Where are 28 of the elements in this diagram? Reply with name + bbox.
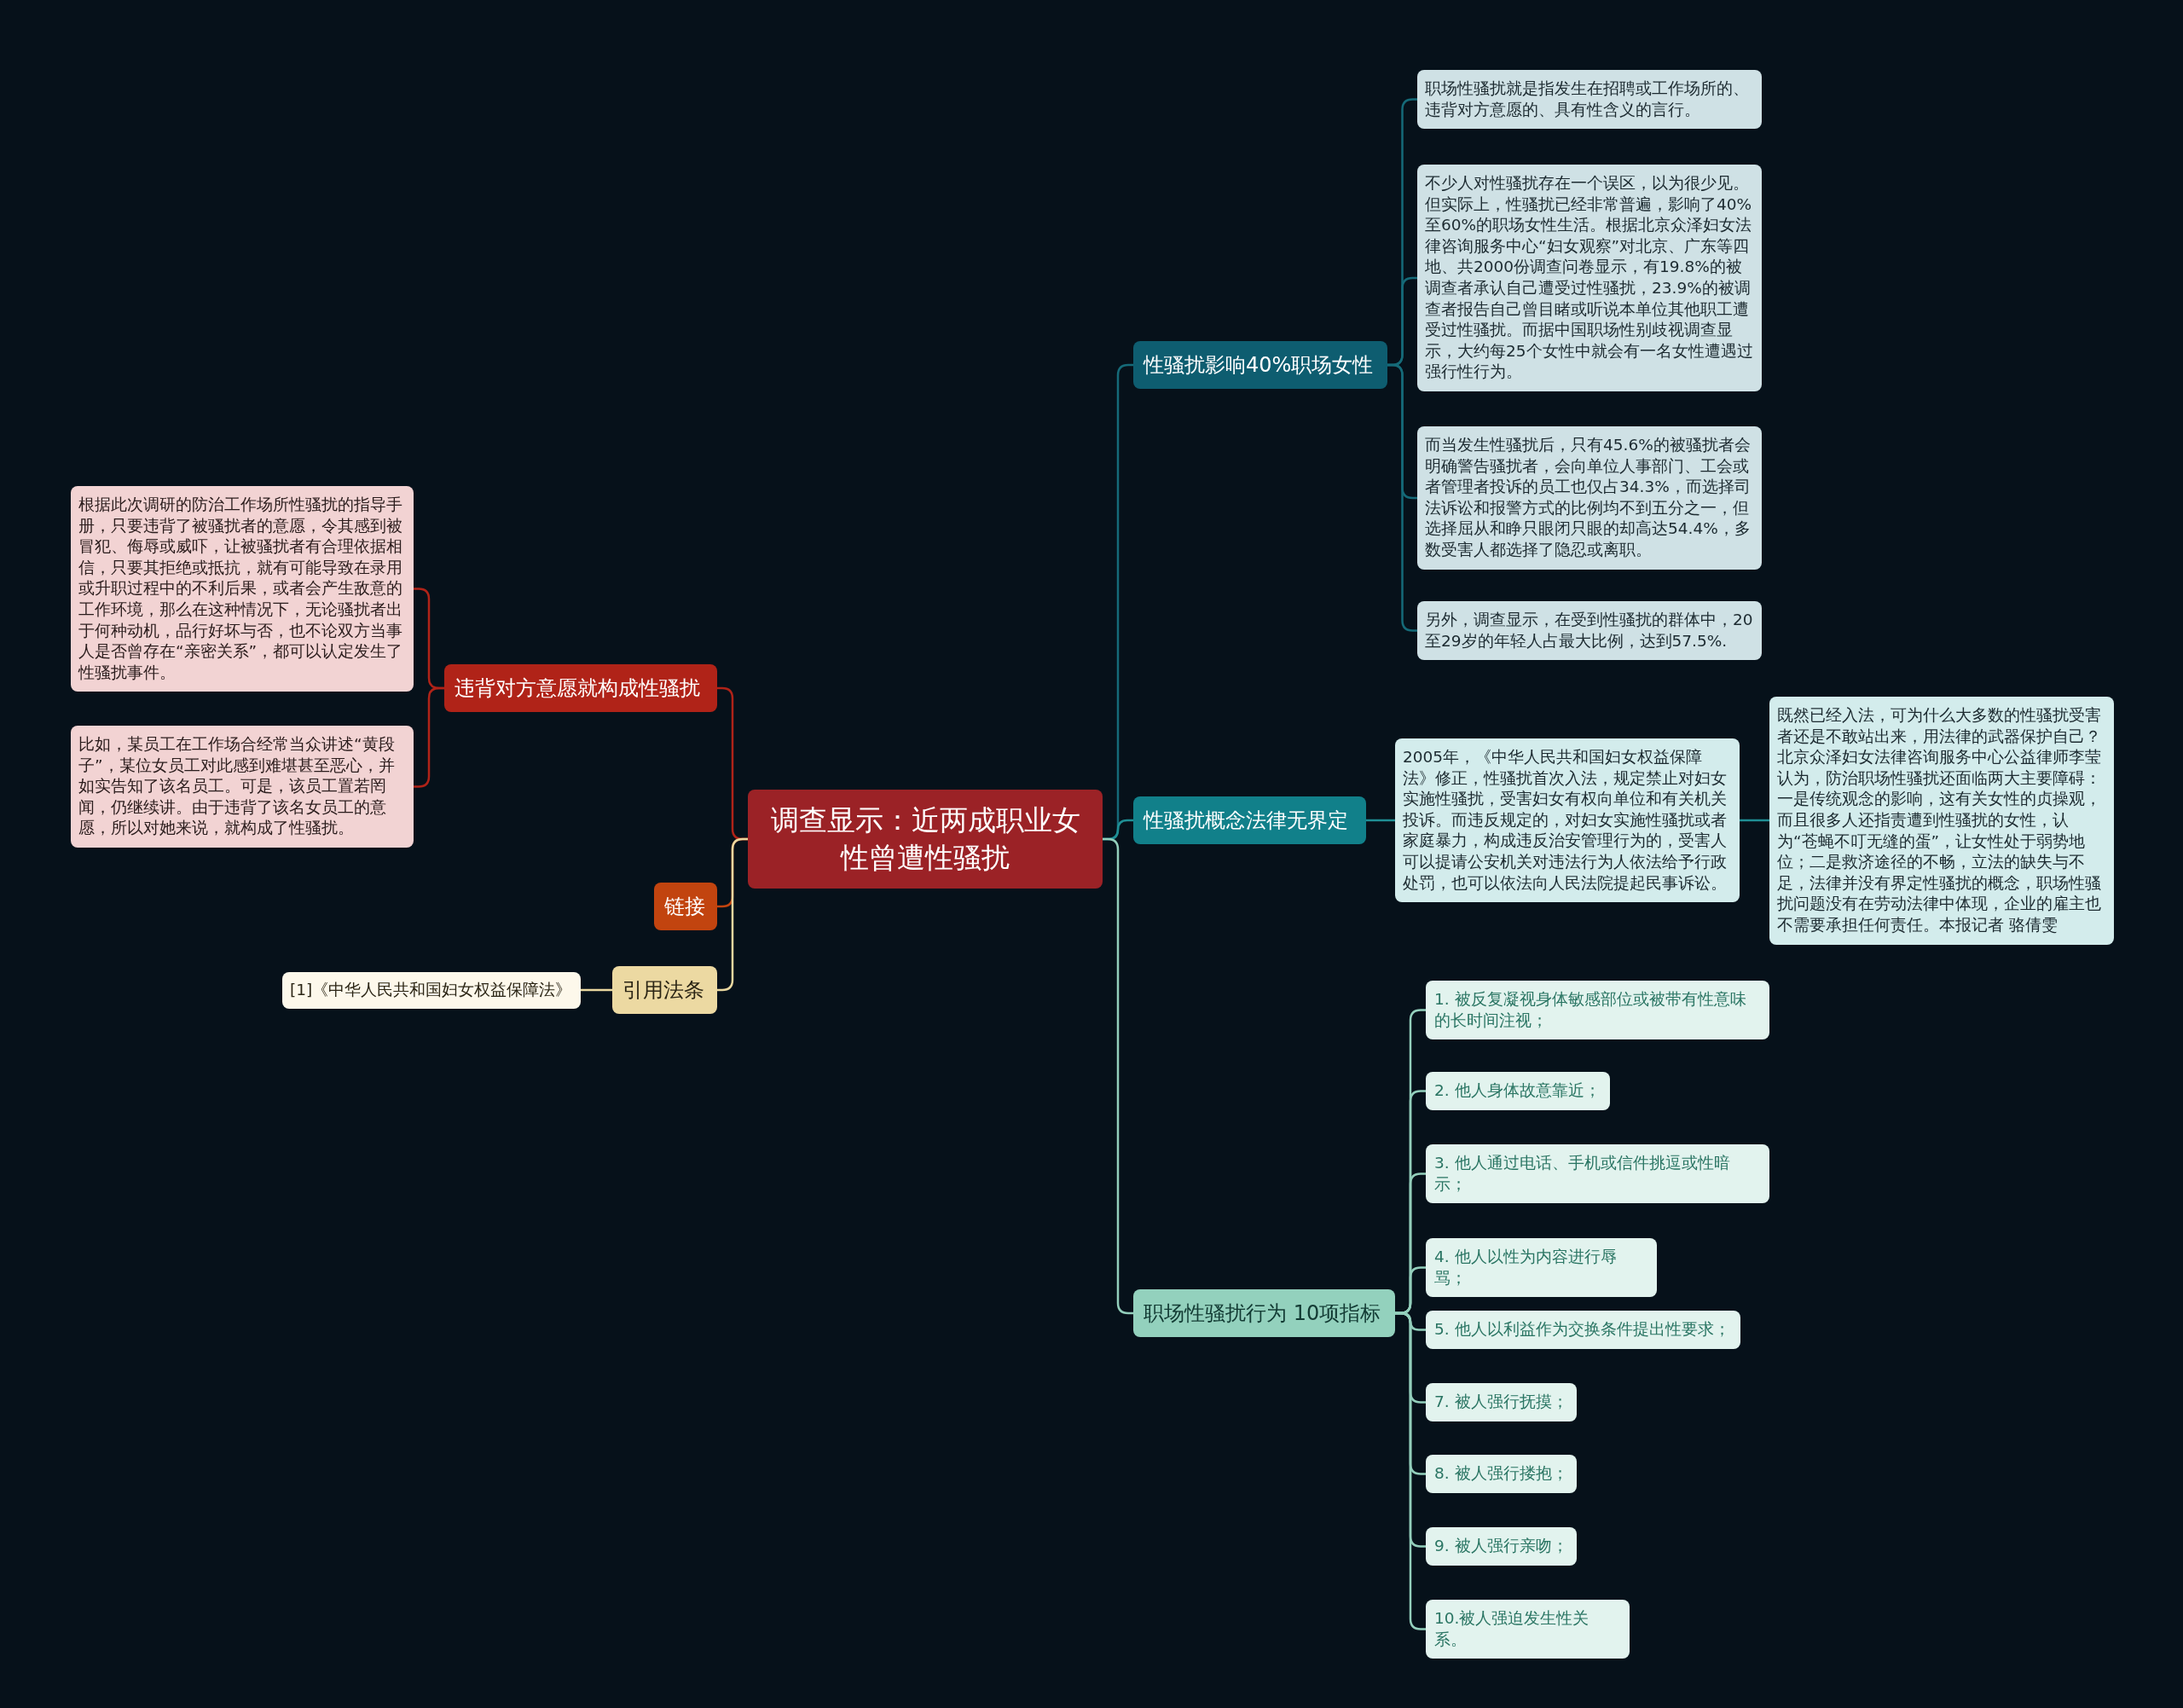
- note-box: 不少人对性骚扰存在一个误区，以为很少见。但实际上，性骚扰已经非常普遍，影响了40%至60%的职场女性生活。根据北京众泽妇女法律咨询服务中心“妇女观察”对北京、广东等四地、共2000份调查问卷显示，有19.8%的被调查者承认自己遭受过性骚扰，23.9%的被调查者报告自己曾目睹或听说本单位其他职工遭受过性骚扰。而据中国职场性别歧视调查显示，大约每25个女性中就会有一名女性遭遇过强行性行为。: [1417, 165, 1762, 391]
- topic-box: 职场性骚扰行为 10项指标: [1133, 1289, 1395, 1337]
- note-box: 根据此次调研的防治工作场所性骚扰的指导手册，只要违背了被骚扰者的意愿，令其感到被冒犯、侮辱或威吓，让被骚扰者有合理依据相信，只要其拒绝或抵抗，就有可能导致在录用或升职过程中的不利后果，或者会产生敌意的工作环境，那么在这种情况下，无论骚扰者出于何种动机，品行好坏与否，也不论双方当事人是否曾存在“亲密关系”，都可以认定发生了性骚扰事件。: [71, 486, 414, 692]
- item-box: 10.被人强迫发生性关系。: [1426, 1600, 1630, 1659]
- topic-box: 性骚扰概念法律无界定: [1133, 796, 1366, 844]
- topic-box: 性骚扰影响40%职场女性: [1133, 341, 1387, 389]
- connector-line: [1366, 819, 1395, 822]
- note-box: 比如，某员工在工作场合经常当众讲述“黄段子”，某位女员工对此感到难堪甚至恶心，并如实告知了该名员工。可是，该员工置若罔闻，仍继续讲。由于违背了该名女员工的意愿，所以对她来说，就构成了性骚扰。: [71, 726, 414, 848]
- item-box: 8. 被人强行搂抱；: [1426, 1455, 1577, 1493]
- topic-box: 违背对方意愿就构成性骚扰: [444, 664, 717, 712]
- note-box: 而当发生性骚扰后，只有45.6%的被骚扰者会明确警告骚扰者，会向单位人事部门、工会或者管理者投诉的员工也仅占34.3%，而选择司法诉讼和报警方式的比例均不到五分之一，但选择屈从和睁只眼闭只眼的却高达54.4%，多数受害人都选择了隐忍或离职。: [1417, 426, 1762, 570]
- note-box: 2005年，《中华人民共和国妇女权益保障法》修正，性骚扰首次入法，规定禁止对妇女实施性骚扰，受害妇女有权向单位和有关机关投诉。而违反规定的，对妇女实施性骚扰或者家庭暴力，构成违反治安管理行为的，受害人可以提请公安机关对违法行为人依法给予行政处罚，也可以依法向人民法院提起民事诉讼。: [1395, 738, 1740, 903]
- item-box: 7. 被人强行抚摸；: [1426, 1383, 1577, 1421]
- item-box: 4. 他人以性为内容进行辱骂；: [1426, 1238, 1657, 1298]
- item-box: 3. 他人通过电话、手机或信件挑逗或性暗示；: [1426, 1144, 1769, 1204]
- note-box: 既然已经入法，可为什么大多数的性骚扰受害者还是不敢站出来，用法律的武器保护自己？北京众泽妇女法律咨询服务中心公益律师李莹认为，防治职场性骚扰还面临两大主要障碍：一是传统观念的影响，这有关女性的贞操观，而且很多人还指责遭到性骚扰的女性，认为“苍蝇不叮无缝的蛋”，让女性处于弱势地位；二是救济途径的不畅，立法的缺失与不足，法律并没有界定性骚扰的概念，职场性骚扰问题没有在劳动法律中体现，企业的雇主也不需要承担任何责任。本报记者 骆倩雯: [1769, 697, 2114, 945]
- item-box: 5. 他人以利益作为交换条件提出性要求；: [1426, 1311, 1740, 1349]
- central-topic-box: 调查显示：近两成职业女性曾遭性骚扰: [748, 790, 1103, 889]
- item-box: 9. 被人强行亲吻；: [1426, 1527, 1577, 1566]
- topic-box: 链接: [654, 883, 717, 930]
- topic-box: 引用法条: [612, 966, 717, 1014]
- reference-box: [1]《中华人民共和国妇女权益保障法》: [282, 972, 581, 1009]
- item-box: 2. 他人身体故意靠近；: [1426, 1072, 1610, 1110]
- item-box: 1. 被反复凝视身体敏感部位或被带有性意味的长时间注视；: [1426, 981, 1769, 1040]
- connector-line: [581, 988, 612, 992]
- note-box: 职场性骚扰就是指发生在招聘或工作场所的、违背对方意愿的、具有性含义的言行。: [1417, 70, 1762, 130]
- note-box: 另外，调查显示，在受到性骚扰的群体中，20至29岁的年轻人占最大比例，达到57.5%.: [1417, 601, 1762, 661]
- connector-line: [1740, 819, 1769, 822]
